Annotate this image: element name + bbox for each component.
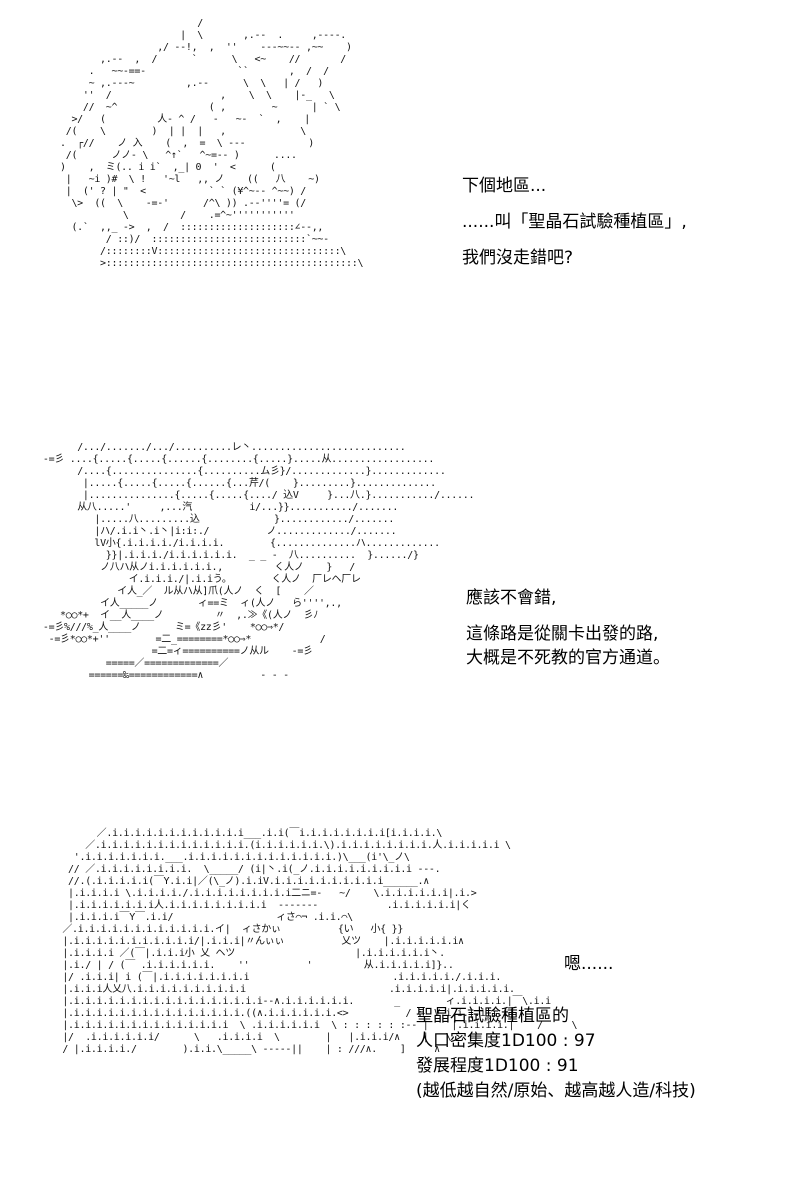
panel-3: ／.i.i.i.i.i.i.i.i.i.i.i.i___.i.i(￣i.i.i.… [0, 810, 800, 1200]
panel-1: / | \ ,.-- . ,----. ,/ --!, , '' ---~~--… [0, 0, 800, 420]
line-gap [462, 198, 687, 210]
line-gap [462, 234, 687, 246]
dialogue-line: 下個地區... [462, 176, 547, 196]
dialogue-line: 應該不會錯, [466, 588, 557, 608]
dialogue-text-2: 應該不會錯, 這條路是從關卡出發的路, 大概是不死教的官方通道。 [466, 586, 670, 670]
dialogue-line: 發展程度1D100 : 91 [416, 1056, 579, 1076]
dialogue-line: 我們沒走錯吧? [462, 248, 574, 268]
dialogue-line: 嗯...... [564, 954, 614, 974]
dialogue-line: 這條路是從關卡出發的路, [466, 624, 659, 644]
dialogue-line: (越低越自然/原始、越高越人造/科技) [416, 1081, 696, 1101]
ascii-art-character-2: /.../......./.../..........レ丶...........… [42, 442, 475, 681]
dialogue-text-3: 聖晶石試驗種植區的 人口密集度1D100 : 97 發展程度1D100 : 91… [416, 1004, 696, 1104]
ascii-art-character-3: ／.i.i.i.i.i.i.i.i.i.i.i.i___.i.i(￣i.i.i.… [62, 828, 578, 1055]
dialogue-line: 大概是不死教的官方通道。 [466, 648, 670, 668]
dialogue-line: 聖晶石試驗種植區的 [416, 1006, 569, 1026]
ascii-art-character-1: / | \ ,.-- . ,----. ,/ --!, , '' ---~~--… [60, 18, 364, 269]
panel-2: /.../......./.../..........レ丶...........… [0, 420, 800, 810]
dialogue-text-1: 下個地區... ......叫「聖晶石試驗種植區」, 我們沒走錯吧? [462, 174, 687, 270]
dialogue-line: 人口密集度1D100 : 97 [416, 1031, 596, 1051]
dialogue-heading: 嗯...... [564, 952, 613, 976]
line-gap [466, 610, 670, 622]
dialogue-line: ......叫「聖晶石試驗種植區」, [462, 212, 687, 232]
